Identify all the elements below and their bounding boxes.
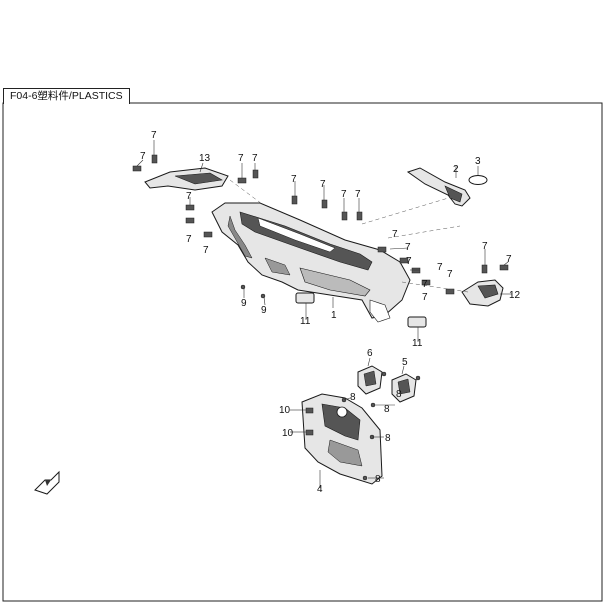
callout-7: 7: [405, 242, 411, 253]
callout-7: 7: [203, 245, 209, 256]
callout-8: 8: [385, 433, 391, 444]
callout-7: 7: [320, 179, 326, 190]
callout-10: 10: [282, 428, 294, 439]
callout-13: 13: [199, 153, 211, 164]
callout-3: 3: [475, 156, 481, 167]
callout-7: 7: [186, 191, 192, 202]
callout-8: 8: [384, 404, 390, 415]
part-3-o-ring: [468, 175, 488, 185]
front-arrow-icon: [34, 470, 60, 495]
callout-8: 8: [350, 392, 356, 403]
callout-11: 11: [412, 338, 423, 349]
callout-7: 7: [140, 151, 146, 162]
callout-2: 2: [453, 164, 459, 175]
part-11-cap-left: [295, 292, 315, 304]
callout-7: 7: [355, 189, 361, 200]
callout-4: 4: [317, 484, 323, 495]
callout-7: 7: [392, 229, 398, 240]
callout-7: 7: [482, 241, 488, 252]
callout-7: 7: [437, 262, 443, 273]
callout-7: 7: [506, 254, 512, 265]
callout-7: 7: [341, 189, 347, 200]
callout-5: 5: [402, 357, 408, 368]
callout-12: 12: [509, 290, 521, 301]
part-1-front-panel: [211, 202, 411, 323]
callout-7: 7: [422, 292, 428, 303]
leader-lines: [136, 140, 512, 488]
alignment-lines: [229, 179, 469, 293]
callout-7: 7: [447, 269, 453, 280]
callout-10: 10: [279, 405, 291, 416]
callout-7: 7: [238, 153, 244, 164]
diagram-title: F04-6塑料件/PLASTICS: [3, 88, 130, 104]
part-13-side-trim: [144, 167, 229, 191]
callout-7: 7: [252, 153, 258, 164]
callout-7: 7: [186, 234, 192, 245]
part-4-lower-panel: [301, 393, 383, 485]
callout-9: 9: [241, 298, 247, 309]
callout-7: 7: [291, 174, 297, 185]
callout-8: 8: [396, 389, 402, 400]
part-5-bracket: [391, 373, 417, 403]
callout-11: 11: [300, 316, 311, 327]
diagram-frame: [2, 102, 603, 602]
part-12-right-bracket: [461, 279, 504, 307]
callout-6: 6: [367, 348, 373, 359]
callout-7: 7: [151, 130, 157, 141]
part-11-cap-right: [407, 316, 427, 328]
callout-7: 7: [422, 279, 428, 290]
callout-8: 8: [375, 474, 381, 485]
part-6-bracket: [357, 365, 383, 395]
callout-1: 1: [331, 310, 337, 321]
callout-7: 7: [406, 256, 412, 267]
callout-9: 9: [261, 305, 267, 316]
part-2-right-trim: [406, 167, 471, 207]
